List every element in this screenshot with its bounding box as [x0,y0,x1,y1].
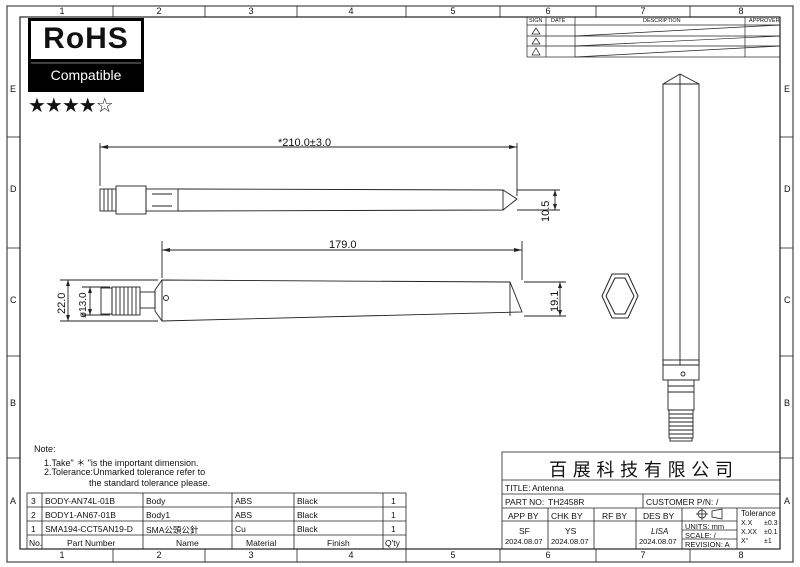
bom-row-2-finish: Black [297,510,318,520]
zone-label-left-b: B [10,398,17,408]
zone-label-bottom-6: 6 [545,550,551,560]
bom-row-2-no: 2 [31,510,36,520]
bom-header-material: Material [246,538,277,548]
dimension-height-right: 19.1 [549,290,561,312]
revision: REVISION: A [685,540,730,549]
tolerance-2-value: ±0.1 [764,529,778,536]
dimension-diameter: ø13.0 [78,292,89,318]
zone-label-right-c: C [784,295,791,305]
tolerance-2-format: X.XX [741,529,757,536]
zone-label-top-1: 1 [59,6,65,16]
scale: SCALE: / [685,531,716,540]
zone-label-bottom-4: 4 [348,550,354,560]
bom-row-1-finish: Black [297,524,318,534]
tolerance-3-value: ±1 [764,538,772,545]
tolerance-1-value: ±0.3 [764,520,778,527]
dimension-overall-length: *210.0±3.0 [278,137,332,149]
app-by-label: APP BY [508,511,539,521]
bom-row-3-part: BODY-AN74L-01B [45,496,116,506]
bom-row-3-qty: 1 [391,496,396,506]
zone-label-bottom-5: 5 [450,550,456,560]
zone-label-right-b: B [784,398,791,408]
bom-header-name: Name [176,538,199,548]
bom-header-qty: Q'ty [385,538,400,548]
bom-row-1-qty: 1 [391,524,396,534]
bom-row-3-no: 3 [31,496,36,506]
zone-label-bottom-8: 8 [738,550,744,560]
dimension-width: 10.5 [540,200,552,222]
app-name: SF [519,526,530,536]
bom-row-1-part: SMA194-CCT5AN19-D [45,524,133,534]
bom-row-2-material: ABS [235,510,253,520]
bom-row-2-name: Body1 [146,510,171,520]
part-no-value: TH2458R [548,497,585,507]
bom-header-no: No. [29,538,43,548]
units: UNITS: mm [685,522,725,531]
rev-header-sign: SIGN [529,18,543,24]
bom-header-finish: Finish [327,538,350,548]
rating-stars: ★★★★☆ [28,95,114,117]
zone-label-bottom-7: 7 [640,550,646,560]
part-no-label: PART NO: [505,497,545,507]
rev-header-date: DATE [551,18,566,24]
zone-label-top-6: 6 [545,6,551,16]
zone-label-left-d: D [10,184,17,194]
zone-label-top-4: 4 [348,6,354,16]
zone-label-left-a: A [10,496,17,506]
rohs-title: RoHS [43,22,129,55]
zone-label-left-e: E [10,84,17,94]
bom-row-1-no: 1 [31,524,36,534]
zone-label-top-2: 2 [156,6,162,16]
zone-label-top-7: 7 [640,6,646,16]
bom-row-1-name: SMA公頭公針 [146,525,199,535]
notes-line-3: the standard tolerance please. [89,478,211,488]
notes-line-1: 1.Take" ＊ "is the important dimension. [44,458,199,468]
des-date: 2024.08.07 [639,537,677,546]
chk-name: YS [565,526,577,536]
rev-header-description: DESCRIPTION [643,18,681,24]
bom-row-2-part: BODY1-AN67-01B [45,510,116,520]
bom-row-3-material: ABS [235,496,253,506]
bom-row-3-finish: Black [297,496,318,506]
app-date: 2024.08.07 [505,537,543,546]
dimension-height-left: 22.0 [56,292,68,314]
des-by-label: DES BY [643,511,675,521]
zone-label-top-3: 3 [248,6,254,16]
dimension-body-length: 179.0 [329,239,357,251]
company-name: 百 展 科 技 有 限 公 司 [548,460,734,481]
tolerance-1-format: X.X [741,520,753,527]
title-value: Antenna [532,483,564,493]
tolerance-label: Tolerance [741,509,776,518]
rev-header-approver: APPROVER [749,18,780,24]
chk-by-label: CHK BY [551,511,583,521]
rf-by-label: RF BY [602,511,628,521]
zone-label-bottom-2: 2 [156,550,162,560]
zone-label-bottom-3: 3 [248,550,254,560]
bom-row-2-qty: 1 [391,510,396,520]
notes-line-2: 2.Tolerance:Unmarked tolerance refer to [44,467,206,477]
des-name: LISA [651,527,669,536]
bom-row-1-material: Cu [235,524,246,534]
zone-label-top-8: 8 [738,6,744,16]
zone-label-left-c: C [10,295,17,305]
zone-label-right-e: E [784,84,791,94]
zone-label-top-5: 5 [450,6,456,16]
zone-label-right-a: A [784,496,791,506]
rohs-subtitle: Compatible [50,67,122,83]
zone-label-right-d: D [784,184,791,194]
zone-label-bottom-1: 1 [59,550,65,560]
bom-row-3-name: Body [146,496,166,506]
customer-pn-label: CUSTOMER P/N: [646,497,714,507]
notes-title: Note: [34,444,56,454]
customer-pn-value: / [716,497,719,507]
bom-header-part-number: Part Number [67,538,116,548]
title-label: TITLE: [505,483,531,493]
tolerance-3-format: X° [741,538,749,545]
chk-date: 2024.08.07 [551,537,589,546]
